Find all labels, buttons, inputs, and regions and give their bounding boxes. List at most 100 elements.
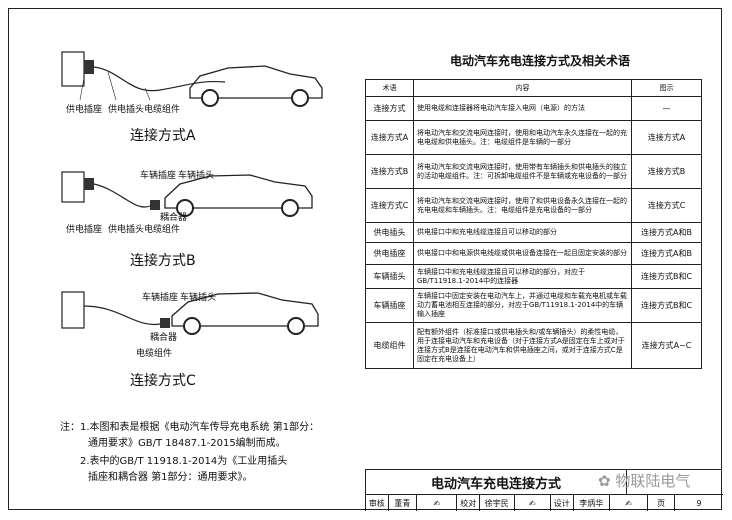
field-page-label: 页 bbox=[648, 495, 675, 511]
cell-content: 车辆接口中固定安装在电动汽车上，并通过电缆和车载充电机或车载动力蓄电池相互连接的… bbox=[413, 288, 632, 323]
cell-figure: 连接方式B和C bbox=[631, 264, 702, 289]
field-designer: 李炳华 bbox=[574, 495, 610, 511]
cell-term: 连接方式A bbox=[365, 120, 414, 155]
label-c-cable: 电缆组件 bbox=[136, 349, 173, 359]
title-block-fields: 审核 董青 ✍ 校对 徐宇民 ✍ 设计 李炳华 ✍ 页 9 bbox=[365, 494, 723, 511]
field-check-label: 校对 bbox=[457, 495, 481, 511]
signature-designer: ✍ bbox=[610, 495, 649, 511]
label-c-coupler: 耦合器 bbox=[150, 333, 178, 343]
cable bbox=[93, 66, 226, 92]
title-block: 电动汽车充电连接方式 审核 董青 ✍ 校对 徐宇民 ✍ 设计 李炳华 ✍ 页 9 bbox=[365, 469, 723, 511]
terms-table: 术语 内容 图示 连接方式使用电缆和连接器将电动汽车接入电网（电源）的方法— 连… bbox=[365, 79, 702, 369]
signature-checker: ✍ bbox=[515, 495, 551, 511]
diagram-b bbox=[61, 171, 313, 217]
cell-figure: 连接方式A bbox=[631, 120, 702, 155]
table-row: 供电插座供电接口中和电源供电线缆或供电设备连接在一起且固定安装的部分连接方式A和… bbox=[365, 242, 702, 265]
table-row: 车辆插座车辆接口中固定安装在电动汽车上，并通过电缆和车载充电机或车载动力蓄电池相… bbox=[365, 288, 702, 323]
cell-term: 连接方式B bbox=[365, 154, 414, 189]
table-header-row: 术语 内容 图示 bbox=[365, 79, 702, 97]
car-body bbox=[171, 292, 319, 327]
table-row: 车辆插头车辆接口中和充电线缆连接且可以移动的部分，对应于GB/T11918.1-… bbox=[365, 264, 702, 289]
note-line-4: 插座和耦合器 第1部分：通用要求》。 bbox=[88, 472, 253, 483]
diagram-c bbox=[61, 291, 319, 335]
vehicle-plug bbox=[160, 318, 170, 328]
cell-content: 使用电缆和连接器将电动汽车接入电网（电源）的方法 bbox=[413, 96, 632, 121]
field-reviewer: 董青 bbox=[389, 495, 418, 511]
header-content: 内容 bbox=[413, 79, 632, 97]
socket-box bbox=[61, 171, 85, 203]
title-block-title: 电动汽车充电连接方式 bbox=[365, 469, 627, 495]
caption-a: 连接方式A bbox=[130, 128, 196, 144]
plug-body bbox=[84, 60, 94, 74]
cell-term: 车辆插座 bbox=[365, 288, 414, 323]
label-b-vehicle-plug: 车辆插头 bbox=[178, 171, 215, 181]
cell-content: 将电动汽车和交流电网连接时，使用带有车辆插头和供电插头的独立的活动电缆组件。注：… bbox=[413, 154, 632, 189]
header-figure: 图示 bbox=[631, 79, 702, 97]
cell-figure: 连接方式A~C bbox=[631, 322, 702, 369]
cell-content: 车辆接口中和充电线缆连接且可以移动的部分，对应于GB/T11918.1-2014… bbox=[413, 264, 632, 289]
cell-term: 连接方式 bbox=[365, 96, 414, 121]
cell-figure: 连接方式B bbox=[631, 154, 702, 189]
cell-figure: — bbox=[631, 96, 702, 121]
cell-figure: 连接方式B和C bbox=[631, 288, 702, 323]
car-wheel-rear bbox=[287, 317, 305, 335]
label-b-cable: 电缆组件 bbox=[144, 225, 181, 235]
table-row: 供电插头供电接口中和充电线缆连接且可以移动的部分连接方式A和B bbox=[365, 222, 702, 243]
diagram-a bbox=[61, 51, 323, 107]
cell-figure: 连接方式C bbox=[631, 188, 702, 223]
note-line-3: 2.表中的GB/T 11918.1-2014为《工业用插头 bbox=[80, 456, 288, 467]
label-b-vehicle-inlet: 车辆插座 bbox=[140, 171, 177, 181]
cell-figure: 连接方式A和B bbox=[631, 222, 702, 243]
car-body bbox=[189, 65, 323, 99]
caption-c: 连接方式C bbox=[130, 373, 196, 389]
caption-b: 连接方式B bbox=[130, 253, 196, 269]
table-title: 电动汽车充电连接方式及相关术语 bbox=[449, 54, 630, 68]
cell-content: 供电接口中和电源供电线缆或供电设备连接在一起且固定安装的部分 bbox=[413, 242, 632, 265]
label-b-plug: 供电插头 bbox=[108, 225, 145, 235]
cell-term: 供电插座 bbox=[365, 242, 414, 265]
field-design-label: 设计 bbox=[551, 495, 574, 511]
table-row: 电缆组件配有额外组件（标准接口或供电插头和/或车辆插头）的柔性电缆，用于连接电动… bbox=[365, 322, 702, 369]
cell-term: 电缆组件 bbox=[365, 322, 414, 369]
cell-content: 将电动汽车和交流电网连接时，使用了和供电设备永久连接在一起的充电电缆和车辆插头。… bbox=[413, 188, 632, 223]
car-wheel-rear bbox=[291, 89, 309, 107]
header-term: 术语 bbox=[365, 79, 414, 97]
note-line-2: 通用要求》GB/T 18487.1-2015编制而成。 bbox=[88, 438, 286, 449]
label-a-cable: 电缆组件 bbox=[144, 105, 181, 115]
cell-term: 连接方式C bbox=[365, 188, 414, 223]
cell-term: 车辆插头 bbox=[365, 264, 414, 289]
car-body bbox=[164, 174, 313, 209]
field-page-number: 9 bbox=[696, 498, 702, 508]
label-a-plug: 供电插座 bbox=[66, 105, 103, 115]
plug-body bbox=[84, 178, 94, 190]
label-c-vehicle-plug: 车辆插头 bbox=[180, 293, 217, 303]
vehicle-plug bbox=[150, 200, 160, 210]
label-c-vehicle-inlet: 车辆插座 bbox=[142, 293, 179, 303]
cell-term: 供电插头 bbox=[365, 222, 414, 243]
title-block-right bbox=[625, 469, 722, 495]
cell-content: 配有额外组件（标准接口或供电插头和/或车辆插头）的柔性电缆，用于连接电动汽车和充… bbox=[413, 322, 632, 369]
cell-figure: 连接方式A和B bbox=[631, 242, 702, 265]
label-b-socket: 供电插座 bbox=[66, 225, 103, 235]
signature-reviewer: ✍ bbox=[417, 495, 458, 511]
watermark: ✿ 物联陆电气 bbox=[598, 472, 691, 490]
cable bbox=[83, 305, 161, 326]
cable bbox=[93, 183, 151, 208]
field-checker: 徐宇民 bbox=[480, 495, 515, 511]
cell-content: 供电接口中和充电线缆连接且可以移动的部分 bbox=[413, 222, 632, 243]
car-wheel-front bbox=[183, 317, 201, 335]
table-row: 连接方式使用电缆和连接器将电动汽车接入电网（电源）的方法— bbox=[365, 96, 702, 121]
charger-box bbox=[61, 291, 85, 329]
car-wheel-front bbox=[176, 199, 194, 217]
field-review-label: 审核 bbox=[366, 495, 389, 511]
note-line-1: 注：1.本图和表是根据《电动汽车传导充电系统 第1部分： bbox=[60, 422, 320, 433]
car-wheel-rear bbox=[281, 199, 299, 217]
socket-box bbox=[61, 51, 85, 87]
label-a-connector: 供电插头 bbox=[108, 105, 145, 115]
car-wheel-front bbox=[201, 89, 219, 107]
label-b-coupler: 耦合器 bbox=[160, 213, 188, 223]
